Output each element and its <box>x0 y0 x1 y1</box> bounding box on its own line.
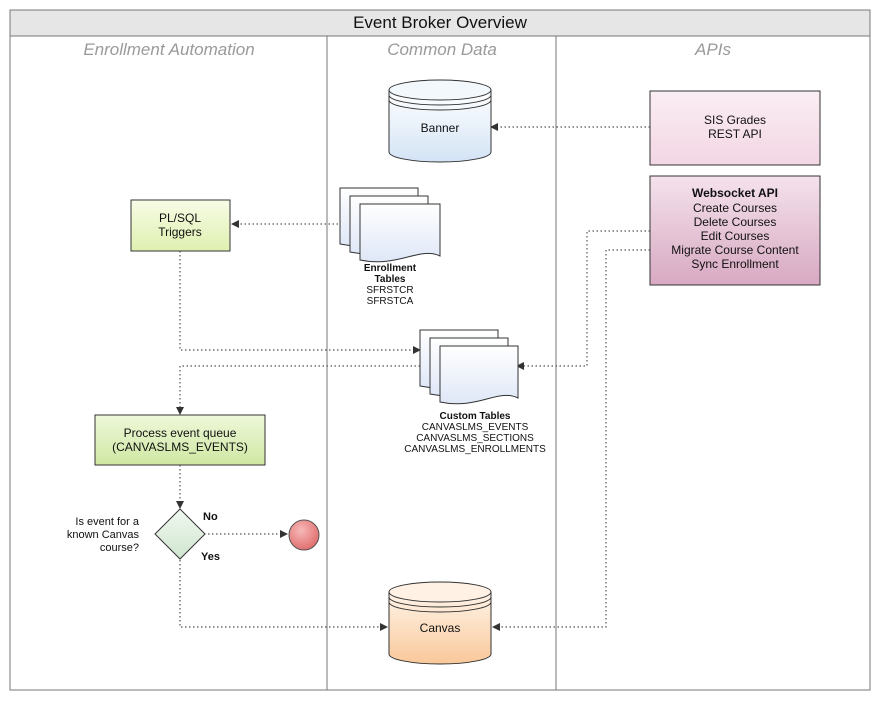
websocket-line-edit: Edit Courses <box>701 229 770 243</box>
custom-table-enrollments: CANVASLMS_ENROLLMENTS <box>404 444 546 455</box>
sis-api-line-2: REST API <box>708 127 762 141</box>
decision-question-line-3: course? <box>100 542 139 554</box>
canvas-label: Canvas <box>420 621 461 635</box>
diagram-title: Event Broker Overview <box>353 13 528 32</box>
process-queue-line-1: Process event queue <box>124 426 237 440</box>
enrollment-tables-title-2: Tables <box>375 274 406 285</box>
connector-plsql-to-custom <box>179 251 421 354</box>
lane-title-common-data: Common Data <box>387 40 497 59</box>
websocket-api-box: Websocket API Create Courses Delete Cour… <box>649 175 821 286</box>
sis-grades-api-box: SIS Grades REST API <box>649 90 821 166</box>
websocket-line-sync: Sync Enrollment <box>691 257 779 271</box>
decision-question-line-2: known Canvas <box>67 529 140 541</box>
websocket-line-create: Create Courses <box>693 201 777 215</box>
banner-database: Banner <box>388 79 492 163</box>
enrollment-table-sfrstcr: SFRSTCR <box>366 285 413 296</box>
decision-known-course <box>154 508 206 560</box>
connector-custom-to-process <box>176 365 420 415</box>
websocket-api-title: Websocket API <box>692 186 778 200</box>
decision-question-line-1: Is event for a <box>75 516 139 528</box>
connector-websocket-to-canvas <box>492 249 650 631</box>
plsql-line-1: PL/SQL <box>159 211 201 225</box>
custom-tables-documents: Custom Tables CANVASLMS_EVENTS CANVASLMS… <box>404 329 546 455</box>
websocket-line-migrate: Migrate Course Content <box>671 243 799 257</box>
plsql-triggers-box: PL/SQL Triggers <box>130 199 231 252</box>
process-event-queue-box: Process event queue (CANVASLMS_EVENTS) <box>94 414 266 466</box>
lane-title-enrollment-automation: Enrollment Automation <box>83 40 254 59</box>
lane-title-apis: APIs <box>694 40 731 59</box>
enrollment-tables-title-1: Enrollment <box>364 263 417 274</box>
enrollment-table-sfrstca: SFRSTCA <box>367 296 414 307</box>
decision-no-label: No <box>203 511 218 523</box>
enrollment-tables-documents: Enrollment Tables SFRSTCR SFRSTCA <box>339 187 441 307</box>
banner-label: Banner <box>421 121 460 135</box>
connector-decision-yes <box>179 560 388 631</box>
custom-table-sections: CANVASLMS_SECTIONS <box>416 433 534 444</box>
sis-api-line-1: SIS Grades <box>704 113 766 127</box>
title-bar <box>9 9 871 37</box>
custom-table-events: CANVASLMS_EVENTS <box>422 422 529 433</box>
canvas-database: Canvas <box>388 581 492 665</box>
plsql-line-2: Triggers <box>158 225 202 239</box>
connector-websocket-to-custom <box>516 230 650 370</box>
process-queue-line-2: (CANVASLMS_EVENTS) <box>112 440 248 454</box>
decision-yes-label: Yes <box>201 551 220 563</box>
websocket-line-delete: Delete Courses <box>694 215 777 229</box>
end-event-circle <box>288 519 320 551</box>
custom-tables-title: Custom Tables <box>440 411 511 422</box>
